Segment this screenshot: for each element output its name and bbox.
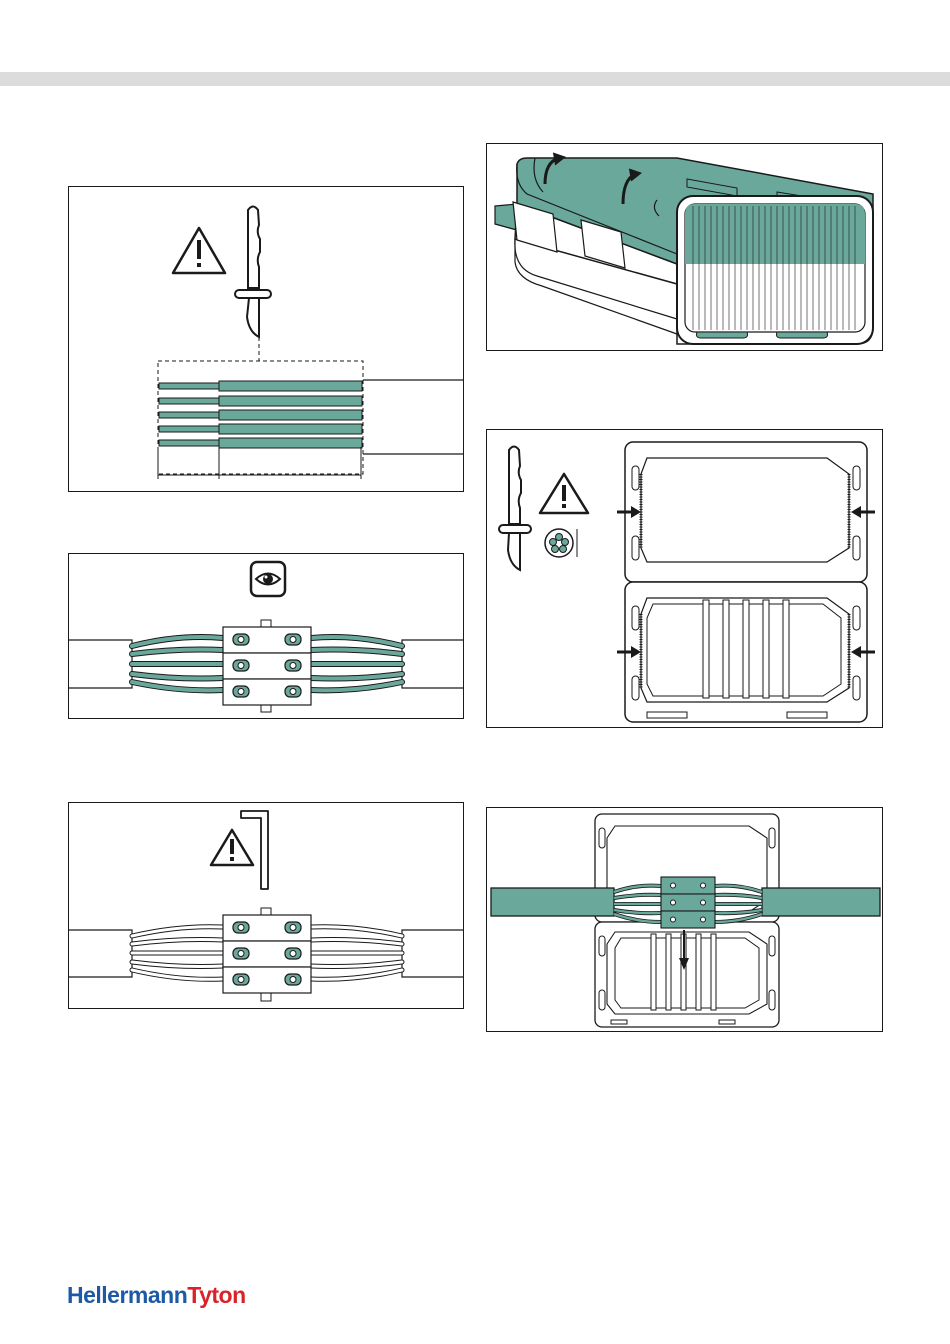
figure-cut-shell-entries [486, 429, 883, 728]
brand-name-part2: Tyton [187, 1282, 245, 1308]
eye-icon [251, 562, 285, 596]
cable-cross-section-icon [545, 529, 577, 557]
connector-block [223, 620, 311, 712]
shell-end-face [677, 196, 873, 344]
knife-icon [235, 207, 271, 338]
figure-insert-joint [486, 807, 883, 1032]
shell-upper-view [625, 442, 867, 582]
shell-lower-view [625, 582, 867, 722]
connector-block [223, 908, 311, 1001]
brand-logo: HellermannTyton [67, 1282, 246, 1309]
knife-icon [499, 447, 531, 571]
figure-inspect-connection [68, 553, 464, 719]
header-band [0, 72, 950, 86]
cable-sheath [363, 380, 464, 454]
figure-tighten-screws [68, 802, 464, 1009]
warning-icon [211, 830, 253, 865]
connector-block [661, 877, 715, 928]
cable-right [762, 888, 880, 916]
brand-name-part1: Hellermann [67, 1282, 187, 1308]
cable-left [491, 888, 614, 916]
warning-icon [540, 474, 588, 513]
figure-strip-cable [68, 186, 464, 492]
warning-icon [173, 228, 225, 273]
figure-open-shell [486, 143, 883, 351]
stripped-conductors [159, 381, 362, 448]
